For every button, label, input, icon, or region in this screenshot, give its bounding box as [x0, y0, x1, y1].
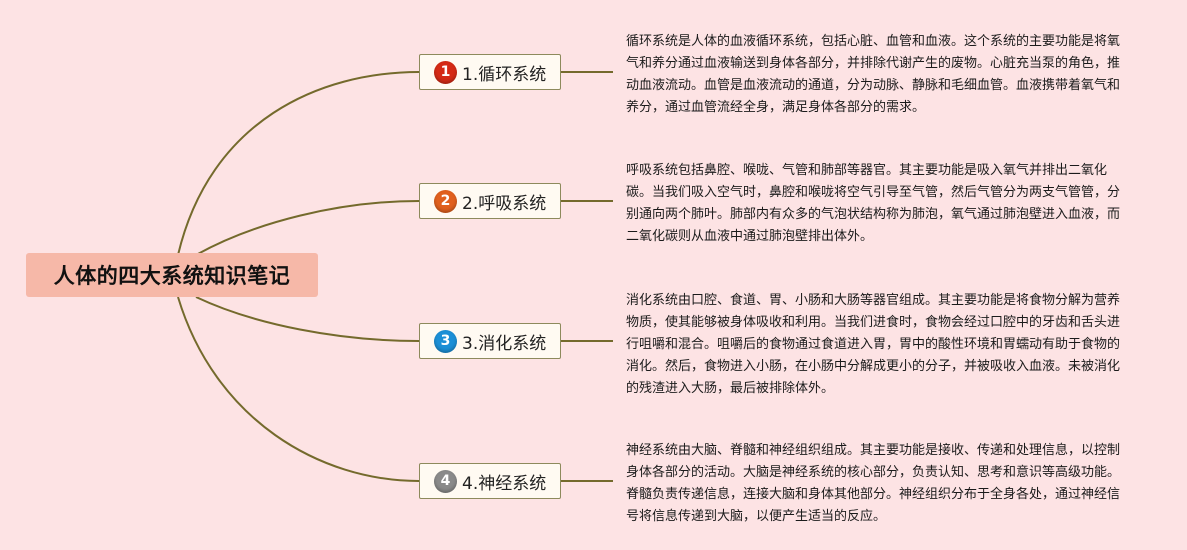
connector-root-branch-3	[195, 296, 420, 342]
branch-label: 1.循环系统	[462, 64, 547, 85]
branch-label: 4.神经系统	[462, 473, 547, 494]
connector-root-branch-2	[195, 200, 420, 256]
branch-circulatory-system[interactable]: 1 1.循环系统	[419, 54, 561, 90]
branch-digestive-system[interactable]: 3 3.消化系统	[419, 323, 561, 359]
note-respiratory-system[interactable]: 呼吸系统包括鼻腔、喉咙、气管和肺部等器官。其主要功能是吸入氧气并排出二氧化碳。当…	[626, 163, 1121, 244]
branch-label: 3.消化系统	[462, 333, 547, 354]
note-circulatory-system[interactable]: 循环系统是人体的血液循环系统，包括心脏、血管和血液。这个系统的主要功能是将氧气和…	[626, 34, 1121, 115]
number-badge-2: 2	[434, 189, 457, 213]
root-topic[interactable]: 人体的四大系统知识笔记	[26, 253, 318, 297]
number-badge-1: 1	[434, 60, 457, 84]
number-badge-3: 3	[434, 329, 457, 353]
number-badge-4: 4	[434, 469, 457, 493]
note-digestive-system[interactable]: 消化系统由口腔、食道、胃、小肠和大肠等器官组成。其主要功能是将食物分解为营养物质…	[626, 293, 1121, 396]
connector-root-branch-4	[177, 296, 420, 482]
note-nervous-system[interactable]: 神经系统由大脑、脊髓和神经组织组成。其主要功能是接收、传递和处理信息，以控制身体…	[626, 443, 1121, 524]
branch-respiratory-system[interactable]: 2 2.呼吸系统	[419, 183, 561, 219]
branch-label: 2.呼吸系统	[462, 193, 547, 214]
branch-nervous-system[interactable]: 4 4.神经系统	[419, 463, 561, 499]
connector-root-branch-1	[177, 71, 420, 256]
